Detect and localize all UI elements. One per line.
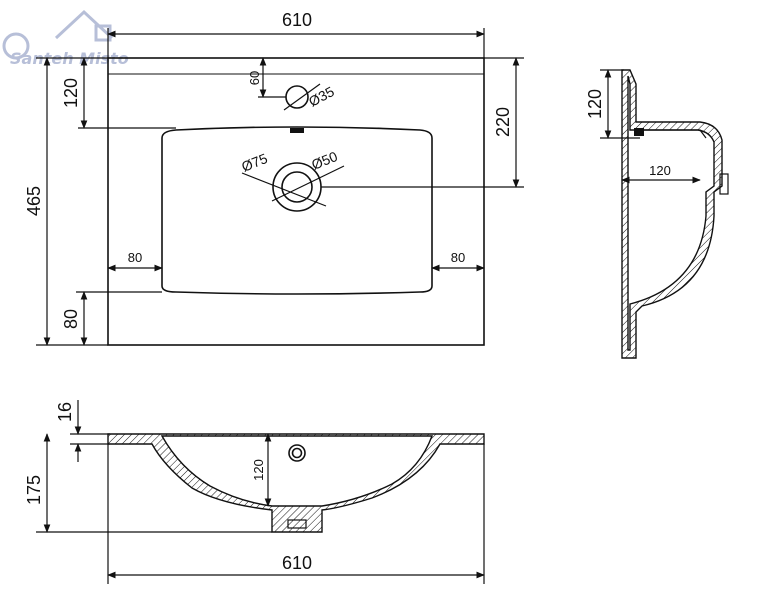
tap-offset-label: 120 bbox=[61, 78, 81, 108]
width-label: 610 bbox=[282, 10, 312, 30]
side-view: 120 120 bbox=[585, 69, 729, 359]
drain-inner-label: Ø50 bbox=[309, 148, 340, 173]
front-view: 16 175 120 610 bbox=[24, 400, 485, 584]
tap-diameter-label: Ø35 bbox=[306, 83, 337, 110]
overflow-slot bbox=[290, 128, 304, 133]
back-offset-label: 120 bbox=[649, 163, 671, 178]
top-view-outline bbox=[107, 57, 485, 346]
overflow-channel bbox=[634, 128, 644, 136]
height-label: 465 bbox=[24, 186, 44, 216]
front-margin-label: 80 bbox=[61, 309, 81, 329]
drain-inner-leader bbox=[271, 165, 345, 202]
front-profile bbox=[107, 433, 485, 533]
bowl-depth-label: 220 bbox=[493, 107, 513, 137]
house-logo-icon bbox=[2, 9, 114, 60]
front-height-label: 175 bbox=[24, 475, 44, 505]
bowl-outline bbox=[161, 126, 433, 295]
tap-hole bbox=[285, 85, 309, 109]
right-margin-label: 80 bbox=[451, 250, 465, 265]
top-view: 610 465 120 60 Ø35 220 Ø75 Ø50 80 80 bbox=[24, 10, 524, 346]
tap-hole-label: 60 bbox=[247, 71, 262, 85]
side-profile bbox=[621, 69, 723, 359]
left-margin-label: 80 bbox=[128, 250, 142, 265]
front-width-label: 610 bbox=[282, 553, 312, 573]
drain-outer-leader bbox=[241, 172, 327, 207]
tap-diameter-leader bbox=[283, 83, 321, 111]
front-drain-slot bbox=[287, 519, 307, 529]
front-overflow-outer bbox=[288, 444, 306, 462]
drain-outer-label: Ø75 bbox=[239, 150, 270, 175]
depth-label: 120 bbox=[251, 459, 266, 481]
logo: Santeh Misto bbox=[2, 9, 129, 68]
thickness-label: 16 bbox=[55, 402, 75, 422]
front-overflow-inner bbox=[291, 447, 303, 459]
side-drain-collar bbox=[719, 173, 729, 195]
rim-height-label: 120 bbox=[585, 89, 605, 119]
drain-inner bbox=[281, 171, 313, 203]
